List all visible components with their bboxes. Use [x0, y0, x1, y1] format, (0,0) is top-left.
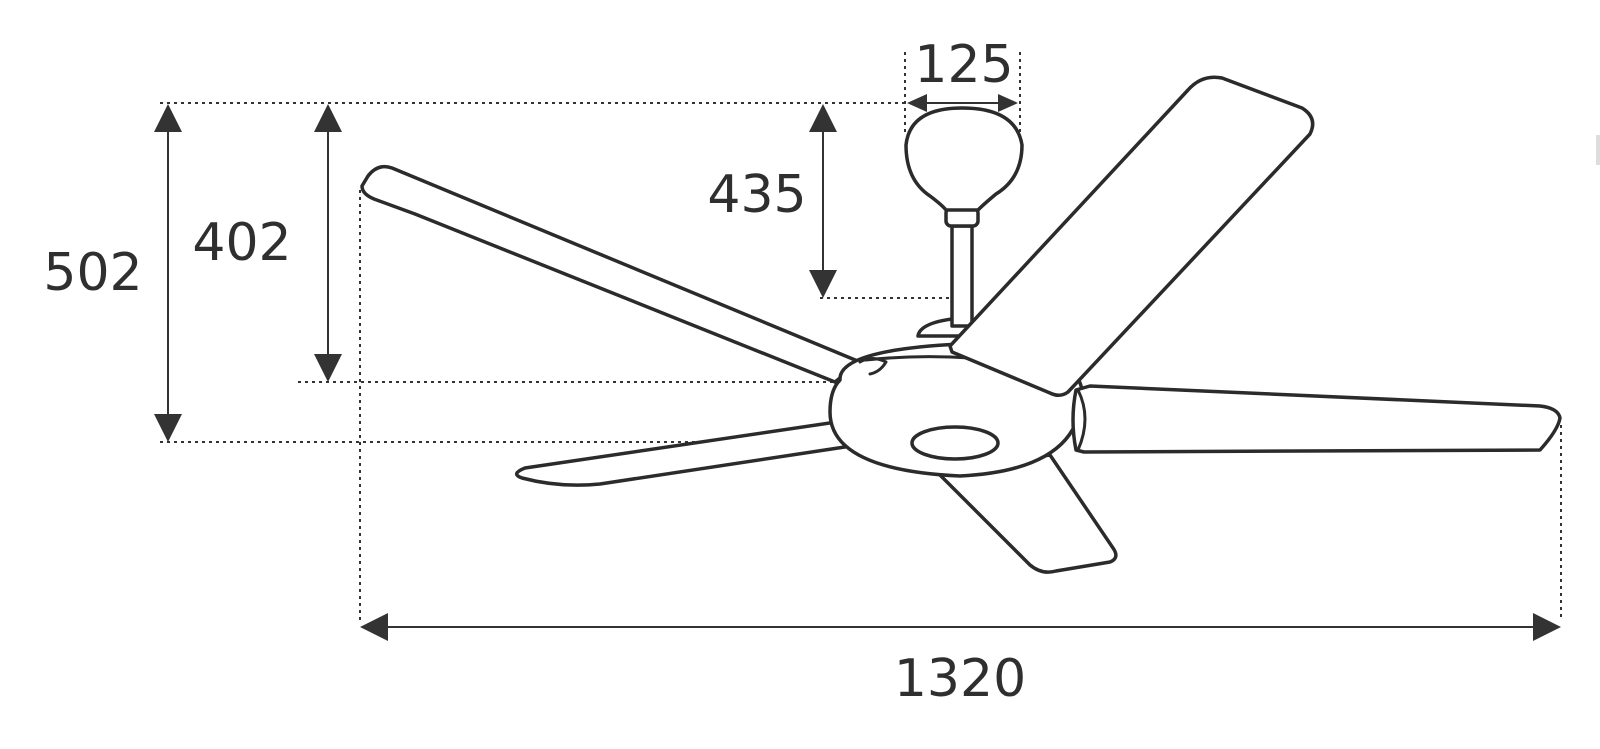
blade-lower-left: [515, 418, 860, 487]
total-height-arrow: [154, 104, 182, 442]
mount-width-label: 125: [914, 35, 1013, 95]
mount-width-arrow: [907, 94, 1018, 112]
total-height-label: 502: [43, 243, 142, 303]
dimension-labels: 125 435 402 502 1320: [43, 35, 1026, 709]
blade-right: [1071, 384, 1562, 454]
ceiling-canopy: [904, 106, 1024, 212]
downrod: [950, 224, 974, 328]
ceiling-fan-illustration: [360, 75, 1562, 574]
light-ring: [910, 425, 1000, 461]
blade-span-arrow: [360, 613, 1561, 641]
downrod-height-arrow: [809, 104, 837, 298]
downrod-height-label: 435: [707, 165, 806, 225]
blade-right-bracket: [1076, 388, 1087, 452]
blade-bottom: [933, 453, 1118, 574]
blade-upper-right: [948, 75, 1315, 397]
blade-height-arrow: [314, 104, 342, 382]
blade-bracket-left: [858, 357, 888, 376]
page-edge-mark: [1596, 135, 1600, 165]
blade-upper-left: [360, 164, 862, 384]
dotted-reference-lines: [160, 52, 1562, 620]
dimension-arrows: [154, 94, 1561, 641]
blade-height-label: 402: [192, 213, 291, 273]
blade-span-label: 1320: [894, 649, 1026, 709]
